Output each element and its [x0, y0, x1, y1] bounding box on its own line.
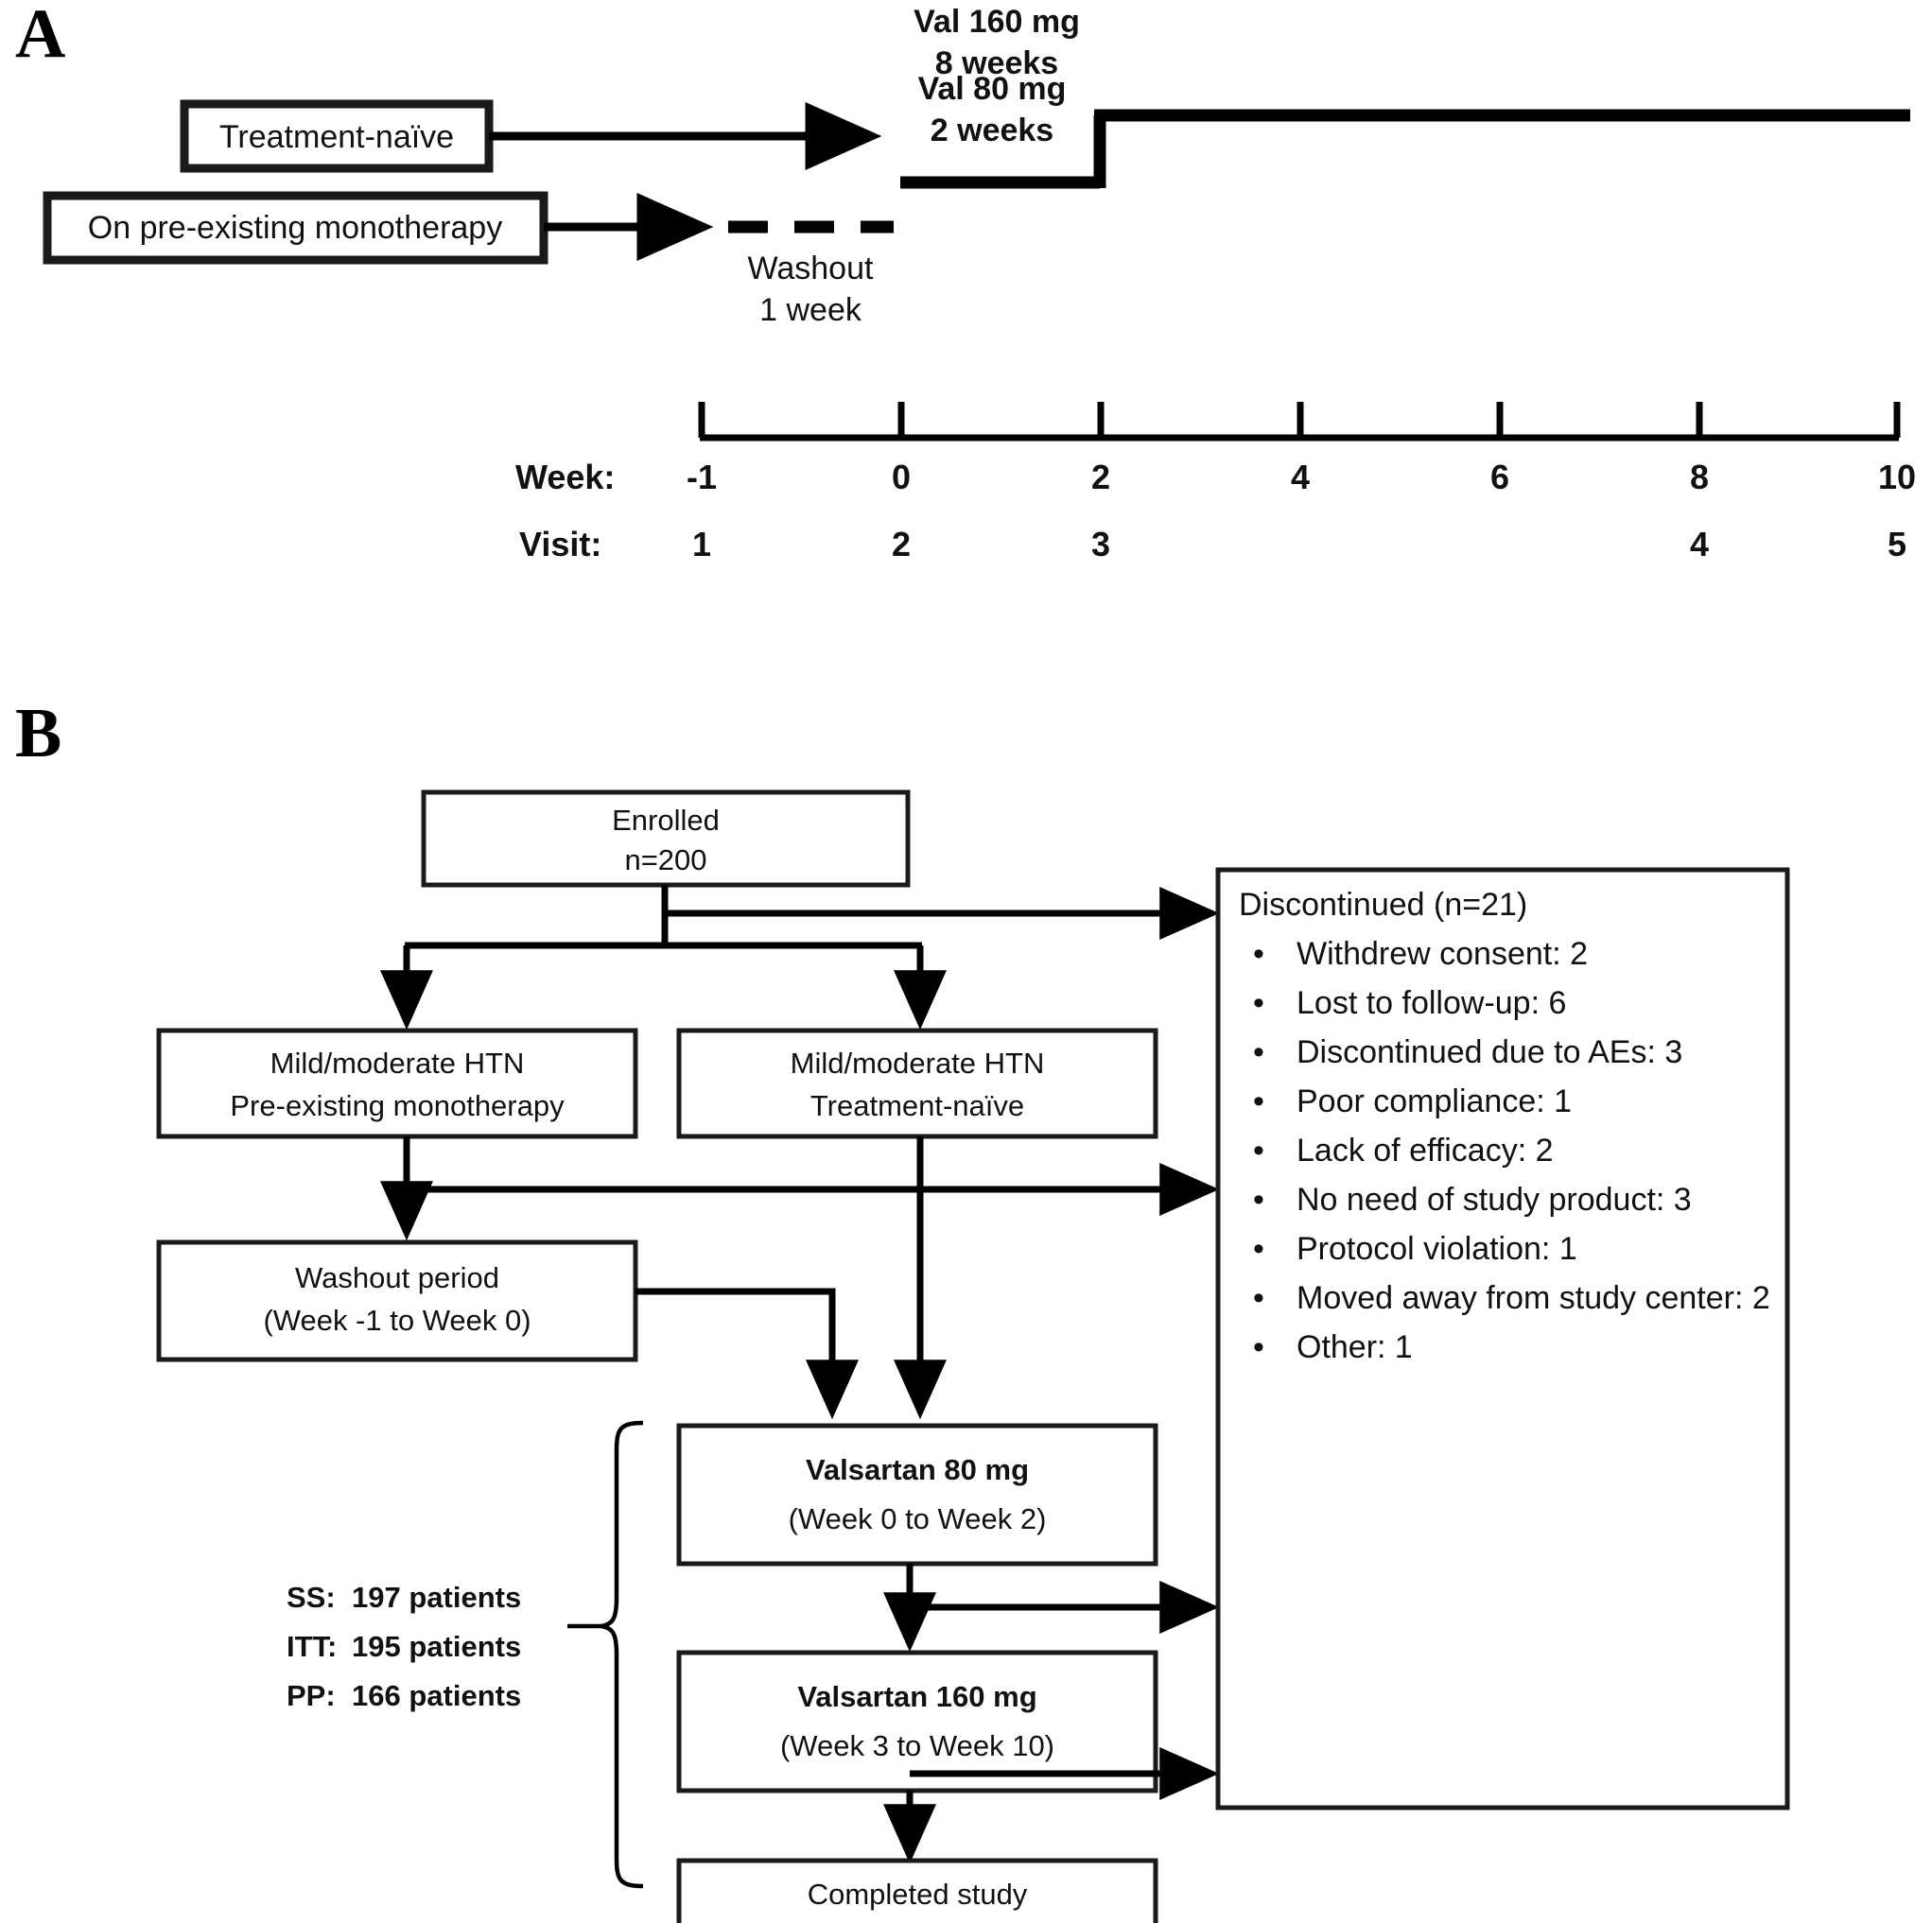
- box-completed-study: [676, 1858, 1158, 1923]
- axis-visit-value-5: 4: [1690, 525, 1709, 563]
- label-val160-line2: (Week 3 to Week 10): [780, 1729, 1054, 1762]
- box-pre-existing-monotherapy: [43, 191, 548, 265]
- label-treatment-naive: Treatment-naïve: [219, 119, 454, 155]
- label-enrolled-title: Enrolled: [612, 804, 720, 837]
- label-val80-dose: Val 80 mg: [918, 71, 1067, 107]
- pop-value-2: 166 patients: [352, 1679, 521, 1712]
- bullet-glyph-6: •: [1253, 1231, 1264, 1267]
- box-naive-htn: [676, 1028, 1158, 1139]
- label-val160-dose: Val 160 mg: [914, 4, 1080, 40]
- axis-visit-value-2: 3: [1091, 525, 1110, 563]
- label-naive-line1: Mild/moderate HTN: [791, 1047, 1045, 1080]
- arrow-washout-to-val80: [635, 1288, 859, 1420]
- label-mono-line2: Pre-existing monotherapy: [230, 1089, 565, 1122]
- label-val80-duration: 2 weeks: [931, 113, 1053, 148]
- axis-week-value-2: 2: [1091, 458, 1110, 496]
- axis-week-value-3: 4: [1291, 458, 1310, 496]
- bullet-glyph-5: •: [1253, 1182, 1264, 1218]
- box-valsartan-80: [676, 1423, 1158, 1567]
- pop-key-0: SS:: [287, 1581, 336, 1614]
- box-valsartan-160: [676, 1650, 1158, 1793]
- pop-key-1: ITT:: [287, 1630, 337, 1663]
- box-treatment-naive: [180, 99, 494, 173]
- reason-item-3: Poor compliance: 1: [1297, 1083, 1572, 1119]
- pop-value-0: 197 patients: [352, 1581, 521, 1614]
- label-discontinued-title: Discontinued (n=21): [1239, 887, 1527, 923]
- panel-b-letter: B: [15, 695, 61, 772]
- box-washout-period: [156, 1239, 638, 1362]
- bullet-glyph-8: •: [1253, 1329, 1264, 1365]
- reason-item-4: Lack of efficacy: 2: [1297, 1133, 1554, 1169]
- label-completed-line2: n=179: [876, 1918, 958, 1923]
- panel-a-letter: A: [15, 0, 65, 73]
- label-enrolled-n: n=200: [624, 843, 706, 876]
- pop-value-1: 195 patients: [352, 1630, 521, 1663]
- label-val80-line2: (Week 0 to Week 2): [789, 1502, 1047, 1535]
- bullet-glyph-4: •: [1253, 1133, 1264, 1169]
- label-washout-period-line2: (Week -1 to Week 0): [263, 1304, 531, 1337]
- axis-week-label: Week:: [515, 458, 615, 496]
- reason-item-5: No need of study product: 3: [1297, 1182, 1692, 1218]
- bullet-glyph-0: •: [1253, 936, 1264, 972]
- label-washout-title: Washout: [748, 251, 874, 286]
- reason-item-1: Lost to follow-up: 6: [1297, 985, 1566, 1021]
- label-naive-line2: Treatment-naïve: [810, 1089, 1024, 1122]
- reason-item-0: Withdrew consent: 2: [1297, 936, 1588, 972]
- bullet-glyph-7: •: [1253, 1280, 1264, 1316]
- bullet-glyph-2: •: [1253, 1034, 1264, 1070]
- axis-week-value-1: 0: [892, 458, 911, 496]
- axis-visit-label: Visit:: [519, 525, 601, 563]
- label-val160-line1: Valsartan 160 mg: [797, 1680, 1036, 1713]
- label-pre-existing-monotherapy: On pre-existing monotherapy: [88, 210, 502, 246]
- axis-visit-value-1: 2: [892, 525, 911, 563]
- bullet-glyph-1: •: [1253, 985, 1264, 1021]
- reason-item-7: Moved away from study center: 2: [1297, 1280, 1770, 1316]
- axis-visit-value-0: 1: [692, 525, 711, 563]
- axis-week-value-6: 10: [1878, 458, 1916, 496]
- box-discontinued: [1215, 867, 1790, 1810]
- label-completed-line1: Completed study: [808, 1878, 1028, 1911]
- axis-week-value-5: 8: [1690, 458, 1709, 496]
- reason-item-8: Other: 1: [1297, 1329, 1413, 1365]
- label-washout-period-line1: Washout period: [295, 1261, 499, 1294]
- axis-week-value-0: -1: [687, 458, 717, 496]
- label-mono-line1: Mild/moderate HTN: [270, 1047, 525, 1080]
- bullet-glyph-3: •: [1253, 1083, 1264, 1119]
- label-val80-line1: Valsartan 80 mg: [806, 1453, 1029, 1486]
- axis-week-value-4: 6: [1490, 458, 1509, 496]
- reason-item-2: Discontinued due to AEs: 3: [1297, 1034, 1682, 1070]
- pop-key-2: PP:: [287, 1679, 336, 1712]
- box-enrolled: [421, 789, 911, 888]
- reason-item-6: Protocol violation: 1: [1297, 1231, 1577, 1267]
- axis-visit-value-6: 5: [1888, 525, 1906, 563]
- label-val160-duration: 8 weeks: [935, 45, 1058, 81]
- box-mono-htn: [156, 1028, 638, 1139]
- label-washout-duration: 1 week: [759, 292, 862, 328]
